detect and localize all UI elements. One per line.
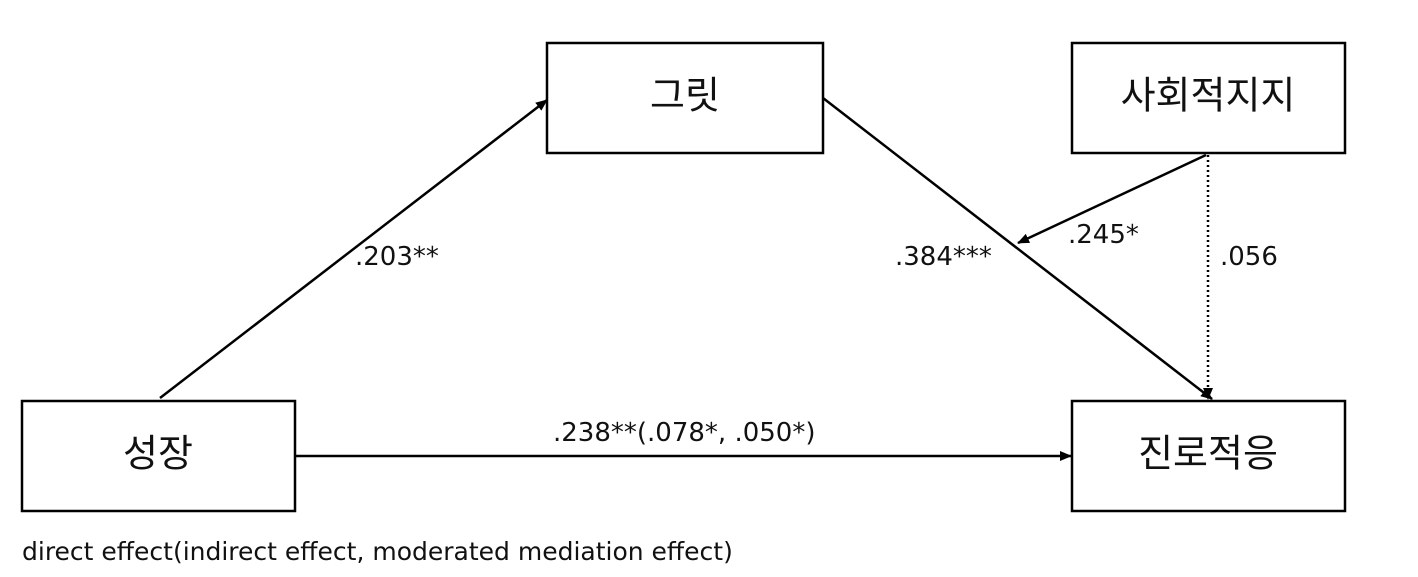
coef-growth-to-adaptation: .238**(.078*, .050*) xyxy=(553,418,816,448)
coef-growth-to-grit: .203** xyxy=(355,242,439,272)
path-grit-to-adaptation-arrow xyxy=(822,97,1213,400)
node-growth-label: 성장 xyxy=(123,432,193,476)
coef-support-to-path: .245* xyxy=(1068,220,1139,250)
node-grit: 그릿 xyxy=(545,41,825,155)
node-career-adaptation-label: 진로적응 xyxy=(1138,432,1278,476)
path-support-to-path-arrow xyxy=(1017,153,1207,245)
coef-support-to-adaptation: .056 xyxy=(1220,242,1278,272)
coef-grit-to-adaptation: .384*** xyxy=(895,242,992,272)
node-career-adaptation: 진로적응 xyxy=(1070,399,1347,513)
node-social-support-label: 사회적지지 xyxy=(1121,74,1296,118)
node-social-support: 사회적지지 xyxy=(1070,41,1347,155)
node-growth: 성장 xyxy=(20,399,297,513)
path-growth-to-grit-arrow xyxy=(159,99,548,399)
effect-legend-note: direct effect(indirect effect, moderated… xyxy=(22,537,733,566)
node-grit-label: 그릿 xyxy=(650,74,720,118)
